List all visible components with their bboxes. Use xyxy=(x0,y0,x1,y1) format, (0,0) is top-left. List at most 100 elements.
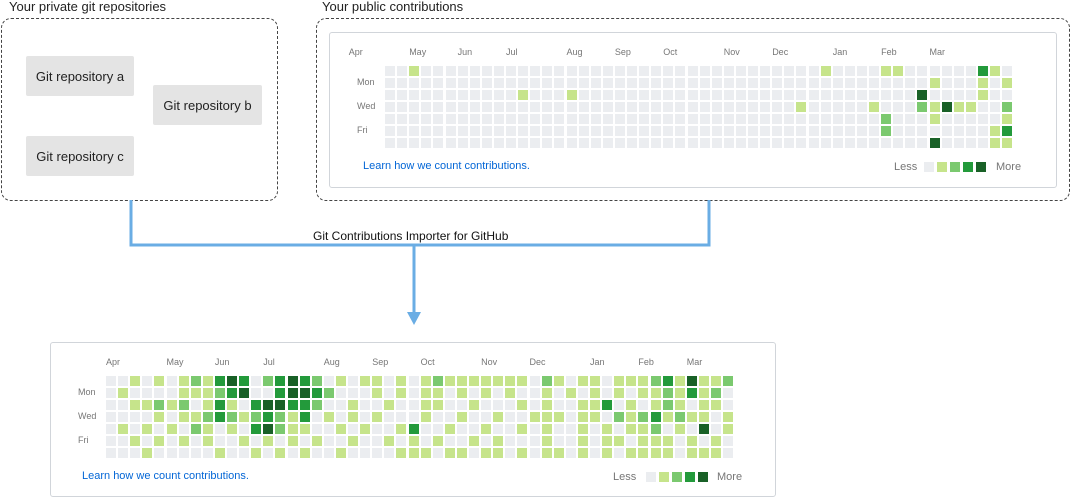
contribution-cell xyxy=(687,90,698,100)
contribution-cell xyxy=(869,114,879,124)
contribution-cell xyxy=(796,126,807,136)
contribution-cell xyxy=(675,66,686,76)
contribution-cell xyxy=(881,90,892,100)
contribution-cell xyxy=(881,78,892,88)
contribution-cell xyxy=(941,102,952,112)
contribution-cell xyxy=(396,448,407,458)
contribution-cell xyxy=(627,126,637,136)
contribution-cell xyxy=(650,388,661,398)
contribution-cell xyxy=(335,448,346,458)
contribution-cell xyxy=(856,66,867,76)
contribution-cell xyxy=(565,436,576,446)
contribution-cell xyxy=(202,436,213,446)
contribution-cell xyxy=(178,400,189,410)
contribution-cell xyxy=(481,114,492,124)
contribution-cell xyxy=(530,66,541,76)
contribution-cell xyxy=(869,78,879,88)
contribution-cell xyxy=(965,138,976,148)
contribution-cell xyxy=(518,90,529,100)
contribution-cell xyxy=(360,412,371,422)
legend-swatch xyxy=(963,162,973,172)
contribution-cell xyxy=(360,424,371,434)
contribution-cell xyxy=(627,90,637,100)
contribution-cell xyxy=(856,102,867,112)
contribution-cell xyxy=(602,436,613,446)
contribution-cell xyxy=(360,400,371,410)
contribution-cell xyxy=(348,388,358,398)
contribution-cell xyxy=(214,412,225,422)
contribution-cell xyxy=(614,400,625,410)
legend-swatch xyxy=(646,472,656,482)
contribution-cell xyxy=(372,436,383,446)
contribution-cell xyxy=(711,376,721,386)
contribution-cell xyxy=(554,126,565,136)
contribution-cell xyxy=(662,424,673,434)
imported-learn-link[interactable]: Learn how we count contributions. xyxy=(82,470,249,482)
repo-a[interactable]: Git repository a xyxy=(26,56,134,96)
contribution-cell xyxy=(323,412,334,422)
contribution-cell xyxy=(808,114,819,124)
contribution-cell xyxy=(469,90,480,100)
contribution-cell xyxy=(977,102,988,112)
contribution-cell xyxy=(433,138,444,148)
contribution-cell xyxy=(506,78,516,88)
contribution-cell xyxy=(566,78,577,88)
contribution-cell xyxy=(832,90,843,100)
contribution-cell xyxy=(142,388,153,398)
contribution-cell xyxy=(335,436,346,446)
contribution-cell xyxy=(905,138,916,148)
contribution-cell xyxy=(420,424,431,434)
month-label: Oct xyxy=(420,357,435,367)
contribution-cell xyxy=(965,126,976,136)
contribution-cell xyxy=(469,114,480,124)
repo-b[interactable]: Git repository b xyxy=(153,85,262,125)
contribution-cell xyxy=(493,138,504,148)
contribution-cell xyxy=(832,138,843,148)
contribution-cell xyxy=(1002,138,1013,148)
contribution-cell xyxy=(456,448,467,458)
contribution-cell xyxy=(408,400,419,410)
contribution-cell xyxy=(566,114,577,124)
contribution-cell xyxy=(602,424,613,434)
contribution-cell xyxy=(130,436,141,446)
public-learn-link[interactable]: Learn how we count contributions. xyxy=(363,160,530,172)
contribution-cell xyxy=(118,436,129,446)
contribution-cell xyxy=(166,424,177,434)
contribution-cell xyxy=(638,448,649,458)
contribution-cell xyxy=(650,412,661,422)
contribution-cell xyxy=(553,400,564,410)
contribution-cell xyxy=(456,400,467,410)
contribution-cell xyxy=(432,436,443,446)
contribution-cell xyxy=(578,78,589,88)
contribution-cell xyxy=(311,400,322,410)
contribution-cell xyxy=(614,424,625,434)
contribution-cell xyxy=(384,424,395,434)
contribution-cell xyxy=(530,102,541,112)
contribution-cell xyxy=(627,138,637,148)
contribution-cell xyxy=(335,412,346,422)
legend-swatch xyxy=(937,162,947,172)
contribution-cell xyxy=(651,90,662,100)
contribution-cell xyxy=(335,400,346,410)
contribution-cell xyxy=(263,376,274,386)
contribution-cell xyxy=(130,448,141,458)
contribution-cell xyxy=(541,400,552,410)
contribution-cell xyxy=(687,126,698,136)
contribution-cell xyxy=(384,448,395,458)
contribution-cell xyxy=(953,78,964,88)
contribution-cell xyxy=(432,388,443,398)
contribution-cell xyxy=(433,102,444,112)
contribution-cell xyxy=(518,102,529,112)
contribution-cell xyxy=(166,448,177,458)
contribution-cell xyxy=(698,412,709,422)
contribution-cell xyxy=(251,388,262,398)
contribution-cell xyxy=(481,126,492,136)
contribution-cell xyxy=(565,448,576,458)
contribution-cell xyxy=(408,448,419,458)
contribution-cell xyxy=(941,138,952,148)
contribution-cell xyxy=(541,412,552,422)
contribution-cell xyxy=(227,424,237,434)
contribution-cell xyxy=(844,90,855,100)
contribution-cell xyxy=(518,138,529,148)
repo-c[interactable]: Git repository c xyxy=(26,136,134,176)
